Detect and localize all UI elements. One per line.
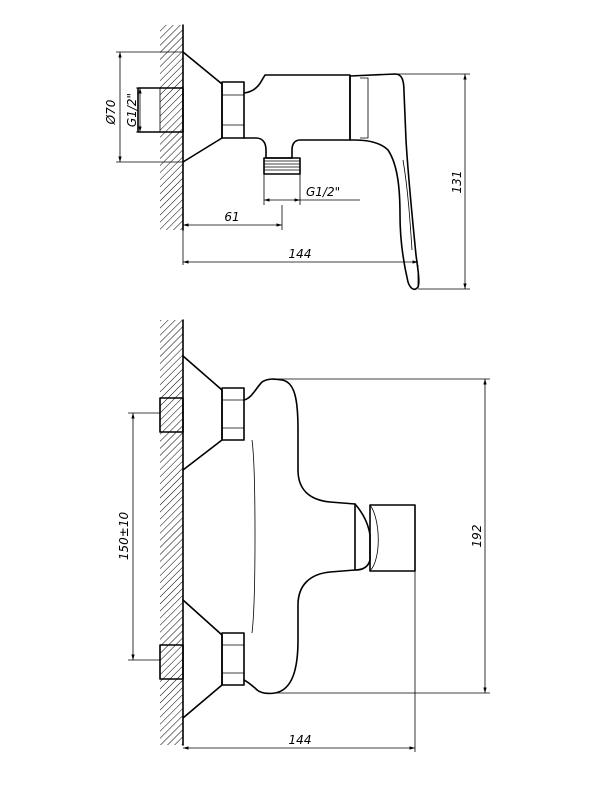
escutcheon-lower bbox=[182, 599, 223, 719]
lever-handle-front bbox=[354, 503, 371, 571]
wall-hatch-front bbox=[160, 320, 183, 745]
lever-handle-top bbox=[349, 73, 420, 290]
outlet-thread-top bbox=[264, 160, 300, 171]
hex-nut-lower bbox=[221, 632, 245, 686]
lever-cap-front bbox=[369, 504, 416, 572]
dim-outlet-thread-label: G1/2" bbox=[306, 185, 340, 199]
mixer-body-top bbox=[243, 74, 351, 159]
inlet-pipe-top bbox=[137, 87, 184, 133]
hex-nut-top bbox=[221, 81, 245, 139]
inlet-pipe-lower bbox=[159, 644, 184, 680]
escutcheon-top bbox=[182, 51, 223, 163]
mixer-body-front bbox=[243, 378, 356, 695]
escutcheon-upper bbox=[182, 355, 223, 471]
dim-inlet-spacing-label: 150±10 bbox=[117, 512, 131, 561]
side-view: Ø70 G1/2" G1/2" 61 144 131 bbox=[104, 24, 470, 290]
dim-front-length-label: 144 bbox=[289, 733, 312, 747]
front-view: 150±10 192 144 bbox=[117, 319, 490, 752]
dim-depth-outlet-label: 61 bbox=[224, 210, 239, 224]
outlet-connector-top bbox=[263, 157, 301, 175]
hex-nut-upper bbox=[221, 387, 245, 441]
dim-diameter-label: Ø70 bbox=[104, 99, 118, 125]
dim-total-length-label: 144 bbox=[289, 247, 312, 261]
inlet-pipe-upper bbox=[159, 397, 184, 433]
dim-front-height-label: 192 bbox=[470, 525, 484, 548]
dim-inlet-thread-label: G1/2" bbox=[125, 93, 139, 127]
dim-height-label: 131 bbox=[450, 171, 464, 194]
wall-hatch-top bbox=[160, 25, 183, 230]
